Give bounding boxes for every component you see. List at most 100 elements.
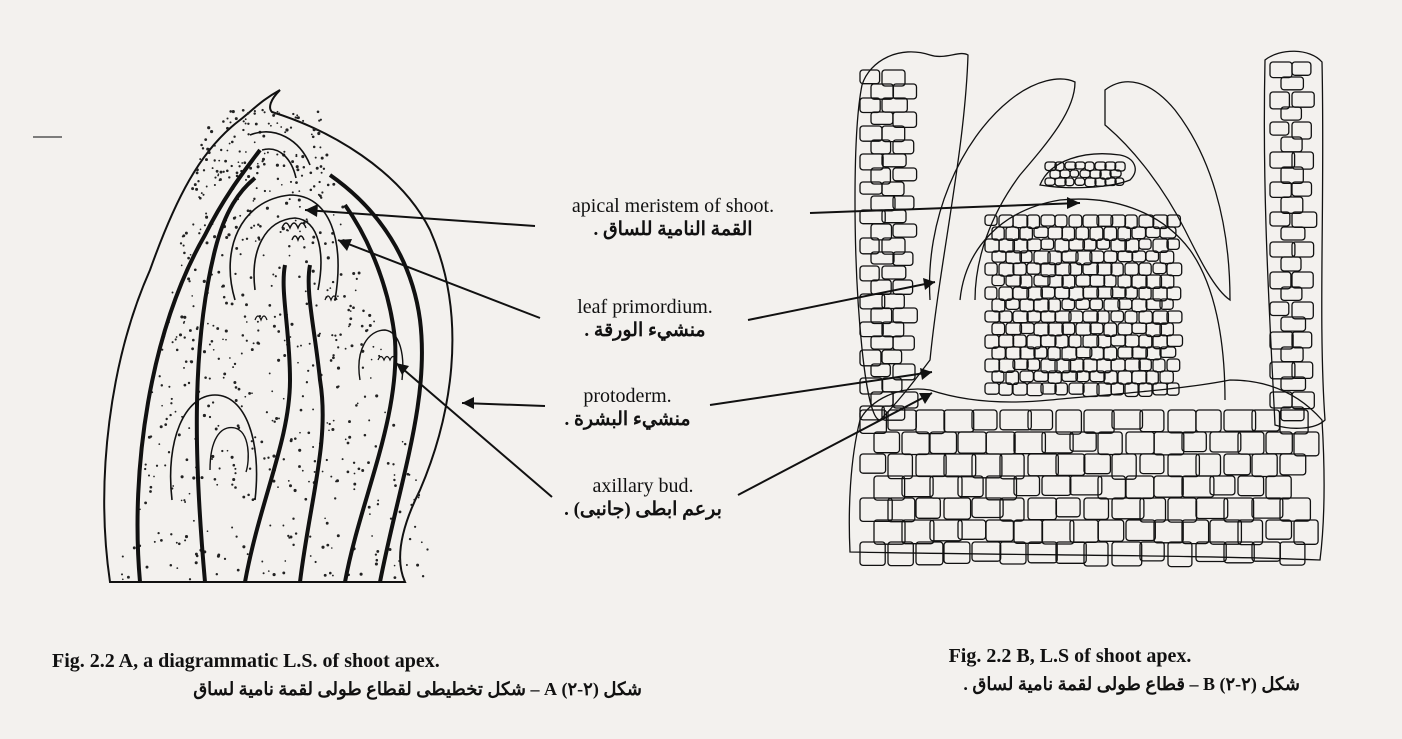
stipple-dot (225, 236, 228, 239)
stipple-dot (188, 427, 190, 429)
stipple-dot (194, 268, 197, 271)
leader-protoderm-left (462, 403, 545, 406)
cell (1252, 454, 1277, 477)
cell (1006, 347, 1021, 359)
stipple-dot (330, 359, 333, 362)
stipple-dot (406, 564, 408, 566)
stipple-dot (187, 277, 190, 280)
stipple-dot (257, 329, 259, 331)
stipple-dot (246, 238, 248, 240)
cell (1104, 251, 1117, 263)
stipple-dot (303, 166, 306, 169)
stipple-dot (278, 266, 281, 269)
cell (958, 432, 986, 453)
stipple-dot (321, 191, 323, 193)
stipple-dot (307, 431, 310, 434)
stipple-dot (348, 436, 351, 439)
cell (1118, 371, 1132, 384)
stipple-dot (231, 483, 233, 485)
stipple-dot (312, 236, 315, 239)
stipple-dot (326, 422, 328, 424)
stipple-dot (277, 330, 280, 333)
stipple-dot (175, 338, 177, 340)
stipple-dot (349, 305, 352, 308)
cell (882, 350, 902, 364)
stipple-dot (223, 296, 226, 299)
stipple-dot (164, 423, 167, 426)
stipple-dot (181, 475, 184, 478)
cell (1125, 263, 1138, 275)
stipple-dot (216, 484, 218, 486)
stipple-dot (225, 339, 227, 341)
stipple-dot (277, 178, 279, 180)
stipple-dot (416, 564, 419, 567)
stipple-dot (334, 335, 336, 337)
stipple-dot (340, 223, 342, 225)
caption-fig-b: Fig. 2.2 B, L.S of shoot apex. شكل (٢-٢)… (840, 645, 1300, 695)
stipple-dot (333, 214, 335, 216)
cell (1104, 299, 1120, 311)
stipple-dot (357, 403, 359, 405)
stipple-dot (214, 184, 216, 186)
stipple-dot (236, 536, 238, 538)
stipple-dot (211, 340, 214, 343)
cell (1084, 410, 1114, 433)
cell (1140, 454, 1164, 474)
stipple-dot (315, 157, 317, 159)
label-apical-meristem: apical meristem of shoot. القمة النامية … (528, 195, 818, 241)
figB-cell-mesh (860, 62, 1319, 567)
cell (1167, 335, 1183, 346)
stipple-dot (328, 429, 330, 431)
stipple-dot (306, 302, 309, 305)
stipple-dot (345, 348, 347, 350)
stipple-dot (204, 376, 207, 379)
stipple-dot (305, 290, 307, 292)
stipple-dot (345, 439, 347, 441)
stipple-dot (299, 206, 301, 208)
stipple-dot (247, 553, 249, 555)
stipple-dot (250, 227, 252, 229)
stipple-dot (277, 215, 280, 218)
cell (1069, 215, 1082, 227)
stipple-dot (302, 470, 304, 472)
stipple-dot (224, 160, 227, 163)
stipple-dot (179, 333, 182, 336)
stipple-dot (205, 212, 207, 214)
stipple-dot (299, 231, 301, 233)
stipple-dot (209, 416, 211, 418)
stipple-dot (247, 112, 250, 115)
label-axillary-bud: axillary bud. برعم ابطى (جانبى) . (548, 475, 738, 521)
figure-a-diagram (104, 90, 452, 582)
stipple-dot (243, 161, 246, 164)
stipple-dot (269, 525, 271, 527)
stipple-dot (319, 195, 322, 198)
cell (985, 335, 999, 348)
cell (1056, 454, 1085, 475)
stipple-dot (361, 325, 364, 328)
cell (1125, 359, 1140, 371)
stipple-dot (198, 232, 200, 234)
cell (985, 311, 1000, 322)
figA-stipple (121, 109, 429, 580)
cell (999, 263, 1014, 276)
stipple-dot (242, 129, 244, 131)
stipple-dot (398, 560, 401, 563)
cell (1027, 311, 1041, 322)
stipple-dot (224, 558, 226, 560)
stipple-dot (148, 474, 150, 476)
stipple-dot (264, 190, 266, 192)
stipple-dot (268, 123, 270, 125)
cell (1069, 383, 1084, 394)
cell (1028, 498, 1056, 520)
stipple-dot (321, 172, 323, 174)
cell (882, 154, 906, 167)
stipple-dot (234, 273, 236, 275)
cell (1125, 215, 1137, 228)
stipple-dot (360, 343, 363, 346)
stipple-dot (199, 197, 202, 200)
cell (1167, 263, 1182, 276)
cell (1160, 371, 1173, 383)
stipple-dot (251, 440, 253, 442)
stipple-dot (296, 168, 299, 171)
stipple-dot (185, 360, 188, 363)
